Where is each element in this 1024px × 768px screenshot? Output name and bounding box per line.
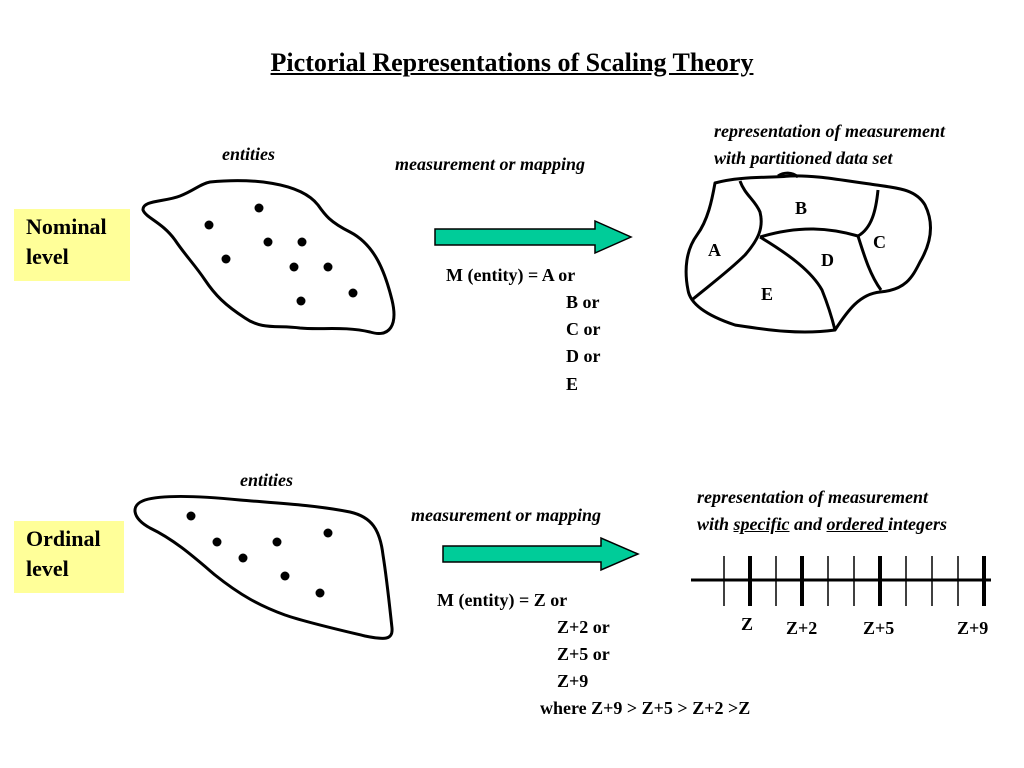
- entity-dot: [263, 237, 273, 247]
- partitioned-data-set: [684, 171, 932, 334]
- nominal-level-box: Nominal level: [14, 209, 130, 281]
- ordinal-mapping-label: measurement or mapping: [411, 505, 602, 525]
- scale-label-z: Z: [741, 614, 753, 634]
- entity-dot: [221, 254, 231, 264]
- entity-dot: [323, 262, 333, 272]
- nominal-mapping-line: M (entity) = A or: [446, 265, 576, 285]
- nominal-mapping-arrow: [434, 219, 633, 255]
- ordinal-level-line2: level: [26, 556, 69, 581]
- ordinal-representation-pre: with: [697, 514, 734, 534]
- entity-dot: [272, 537, 282, 547]
- ordinal-representation-line2: with specific and ordered integers: [697, 514, 947, 535]
- ordinal-representation-line1: representation of measurement: [697, 487, 929, 507]
- nominal-representation-line2: with partitioned data set: [714, 148, 893, 168]
- ordinal-entity-dots: [186, 511, 333, 598]
- nominal-mapping-line: B or: [566, 292, 600, 312]
- nominal-representation-line1: representation of measurement: [714, 121, 946, 141]
- partition-label-d: D: [821, 250, 834, 270]
- ordered-word: ordered: [826, 514, 889, 534]
- ordinal-where-line: where Z+9 > Z+5 > Z+2 >Z: [540, 698, 751, 718]
- entity-dot: [296, 296, 306, 306]
- ordinal-mapping-line: Z+2 or: [557, 617, 610, 637]
- ordinal-level-line1: Ordinal: [26, 526, 101, 551]
- entity-dot: [289, 262, 299, 272]
- specific-word: specific: [733, 514, 790, 534]
- entity-dot: [280, 571, 290, 581]
- ordinal-mapping-line: M (entity) = Z or: [437, 590, 568, 610]
- nominal-level-line1: Nominal: [26, 214, 107, 239]
- ordinal-number-line: [691, 556, 991, 606]
- entity-dot: [204, 220, 214, 230]
- partition-label-b: B: [795, 198, 807, 218]
- entity-dot: [186, 511, 196, 521]
- ordinal-representation-and: and: [789, 514, 827, 534]
- entity-dot: [238, 553, 248, 563]
- ordinal-entities-blob: [133, 495, 394, 640]
- partition-label-e: E: [761, 284, 773, 304]
- partition-label-c: C: [873, 232, 886, 252]
- ordinal-mapping-line: Z+5 or: [557, 644, 610, 664]
- nominal-mapping-line: C or: [566, 319, 601, 339]
- scale-label-z2: Z+2: [786, 618, 817, 638]
- entity-dot: [315, 588, 325, 598]
- entity-dot: [348, 288, 358, 298]
- ordinal-entities-label: entities: [240, 470, 293, 490]
- nominal-mapping-label: measurement or mapping: [395, 154, 586, 174]
- ordinal-mapping-arrow: [442, 536, 640, 572]
- nominal-entity-dots: [204, 203, 358, 306]
- entity-dot: [254, 203, 264, 213]
- ordinal-mapping-line: Z+9: [557, 671, 589, 691]
- ordinal-representation-integers: integers: [888, 514, 948, 534]
- entity-dot: [212, 537, 222, 547]
- nominal-mapping-line: D or: [566, 346, 601, 366]
- entity-dot: [323, 528, 333, 538]
- page-title: Pictorial Representations of Scaling The…: [270, 48, 754, 77]
- scale-label-z5: Z+5: [863, 618, 894, 638]
- nominal-entities-label: entities: [222, 144, 275, 164]
- nominal-mapping-line: E: [566, 374, 579, 394]
- entity-dot: [297, 237, 307, 247]
- partition-label-a: A: [708, 240, 721, 260]
- nominal-level-line2: level: [26, 244, 69, 269]
- ordinal-level-box: Ordinal level: [14, 521, 124, 593]
- scale-label-z9: Z+9: [957, 618, 988, 638]
- nominal-entities-blob: [141, 179, 396, 335]
